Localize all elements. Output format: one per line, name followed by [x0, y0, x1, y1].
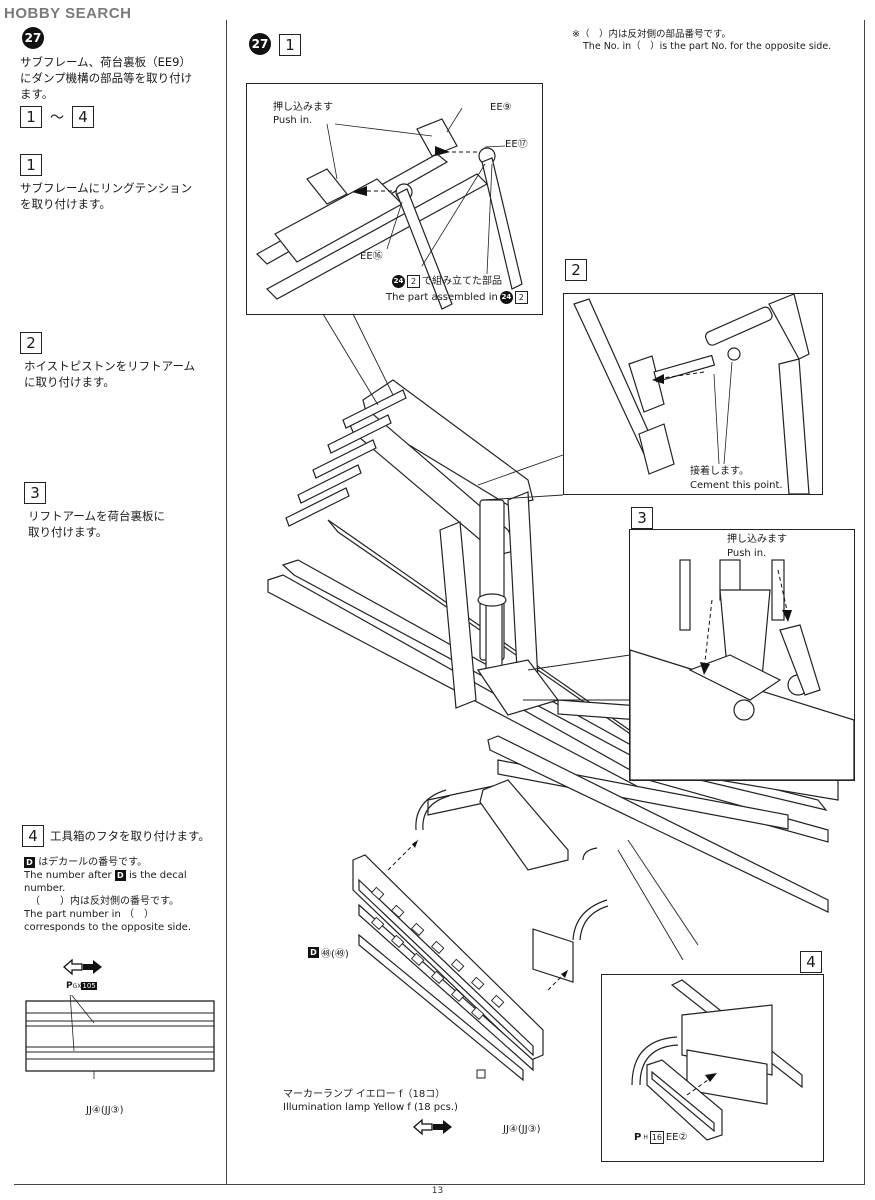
step-1-text: サブフレームにリングテンション を取り付けます。 [20, 180, 226, 212]
ref-step-badge-2: 24 [499, 291, 513, 304]
ph-letter: P [634, 1132, 642, 1143]
detail-3-box [629, 529, 855, 781]
assembled-jp-text: で組み立てた部品 [422, 276, 502, 287]
assembled-part-en: The part assembled in 24 2 [386, 291, 528, 304]
step-1-line-2: を取り付けます。 [20, 197, 111, 211]
detail-2-box [563, 293, 823, 495]
detail-3-push-en: Push in. [727, 548, 767, 559]
double-arrow-icon-main [413, 1118, 452, 1136]
panel-tag-p: P [66, 981, 73, 991]
decal-note-en1c: number. [24, 883, 66, 894]
toolbox-lid-detail-drawing [631, 979, 803, 1141]
double-arrow-icon [63, 958, 102, 976]
cement-jp: 接着します。 [690, 466, 749, 477]
step-2-text: ホイストピストンをリフトアーム に取り付けます。 [24, 358, 226, 390]
decal-d-marker-2: D [114, 870, 126, 881]
decal-note-en1a: The number after [24, 870, 112, 881]
dump-frame-assembly-drawing [267, 313, 839, 1082]
main-step-sub-box: 1 [279, 34, 301, 56]
step-2-box: 2 [20, 332, 42, 354]
step-range: 1 〜 4 [20, 106, 94, 128]
step-3-line-1: リフトアームを荷台裏板に [28, 509, 165, 523]
detail-2-tag: 2 [565, 259, 587, 281]
detail-1-push-en: Push in. [273, 115, 313, 126]
ring-tension-detail-drawing [256, 107, 523, 310]
decal-note: D はデカールの番号です。 The number after D is the … [24, 856, 224, 934]
detail-3-push-jp: 押し込みます [727, 534, 787, 545]
hoist-piston-detail-drawing [573, 294, 810, 494]
step-1-line-1: サブフレームにリングテンション [20, 181, 193, 195]
label-ee17: EE⑰ [505, 139, 528, 150]
decal-48-text: ㊽(㊾) [321, 949, 349, 960]
decal-d-marker: D [24, 857, 35, 868]
step-1-box: 1 [20, 154, 42, 176]
opposite-side-note-jp: ※（ ）内は反対側の部品番号です。 [572, 29, 732, 40]
ph-sub: H [643, 1134, 648, 1141]
intro-line-2: にダンプ機構の部品等を取り付け [20, 71, 193, 85]
step-27-badge: 27 [22, 27, 44, 49]
panel-tag-gx: GX [72, 982, 82, 990]
opposite-side-note-en: The No. in（ ）is the part No. for the opp… [583, 41, 832, 52]
decal-note-jp2: （ ）内は反対側の番号です。 [30, 896, 179, 907]
ref-step-badge: 24 [392, 275, 405, 288]
panel-jj-label: JJ④(JJ③) [86, 1105, 124, 1116]
page-number: 13 [431, 1186, 444, 1196]
detail-1-push-jp: 押し込みます [273, 102, 333, 113]
ph-num-box: 16 [649, 1131, 664, 1144]
step-27-intro: サブフレーム、荷台裏板（EE9） にダンプ機構の部品等を取り付け ます。 [20, 54, 226, 102]
lamp-label-en: Illumination lamp Yellow f (18 pcs.) [283, 1102, 458, 1113]
step-4-box: 4 [22, 825, 44, 847]
range-separator: 〜 [50, 110, 64, 126]
step-3-box: 3 [24, 482, 46, 504]
cement-en: Cement this point. [690, 480, 783, 491]
lamp-label-jp: マーカーランプ イエロー f（18コ） [283, 1089, 446, 1100]
step-3-line-2: 取り付けます。 [28, 525, 108, 539]
hobby-search-logo: HOBBY SEARCH [4, 5, 132, 22]
range-to-box: 4 [72, 106, 94, 128]
decal-d-marker-main: D [308, 947, 319, 958]
range-from-box: 1 [20, 106, 42, 128]
main-diagram-frame [227, 20, 865, 1184]
page-bottom-rule [14, 1184, 865, 1185]
decal-note-en2a: The part number in （ ） [24, 909, 154, 920]
decal-note-jp1: はデカールの番号です。 [38, 857, 148, 868]
label-ee9: EE⑨ [490, 102, 512, 113]
intro-line-3: ます。 [20, 87, 54, 101]
assembled-part-jp: 24 2 で組み立てた部品 [392, 275, 502, 288]
step-3-text: リフトアームを荷台裏板に 取り付けます。 [28, 508, 226, 540]
ref-sub-box: 2 [407, 275, 420, 288]
decal-note-en2b: corresponds to the opposite side. [24, 922, 191, 933]
toolbox-lid-drawing [25, 995, 215, 1079]
main-jj-label: JJ④(JJ③) [503, 1124, 541, 1135]
lift-arm-detail-drawing [630, 559, 854, 780]
label-ee16: EE⑯ [360, 251, 383, 262]
detail-4-box [601, 974, 824, 1162]
main-step-27-badge: 27 [249, 33, 271, 55]
intro-line-1: サブフレーム、荷台裏板（EE9） [20, 55, 192, 69]
detail-4-tag: 4 [800, 951, 822, 973]
step-4-text: 工具箱のフタを取り付けます。 [50, 829, 210, 843]
decal-48-label: D ㊽(㊾) [308, 945, 349, 960]
detail-3-tag: 3 [631, 507, 653, 529]
ref-sub-box-2: 2 [514, 291, 528, 304]
decal-note-en1b: is the decal [129, 870, 187, 881]
label-ee2: EE② [665, 1132, 688, 1143]
assembled-en-text: The part assembled in [386, 292, 498, 303]
step-2-line-2: に取り付けます。 [24, 375, 115, 389]
panel-tag-num: 105 [81, 982, 97, 990]
step-2-line-1: ホイストピストンをリフトアーム [24, 359, 196, 373]
left-instruction-column [14, 20, 227, 1184]
